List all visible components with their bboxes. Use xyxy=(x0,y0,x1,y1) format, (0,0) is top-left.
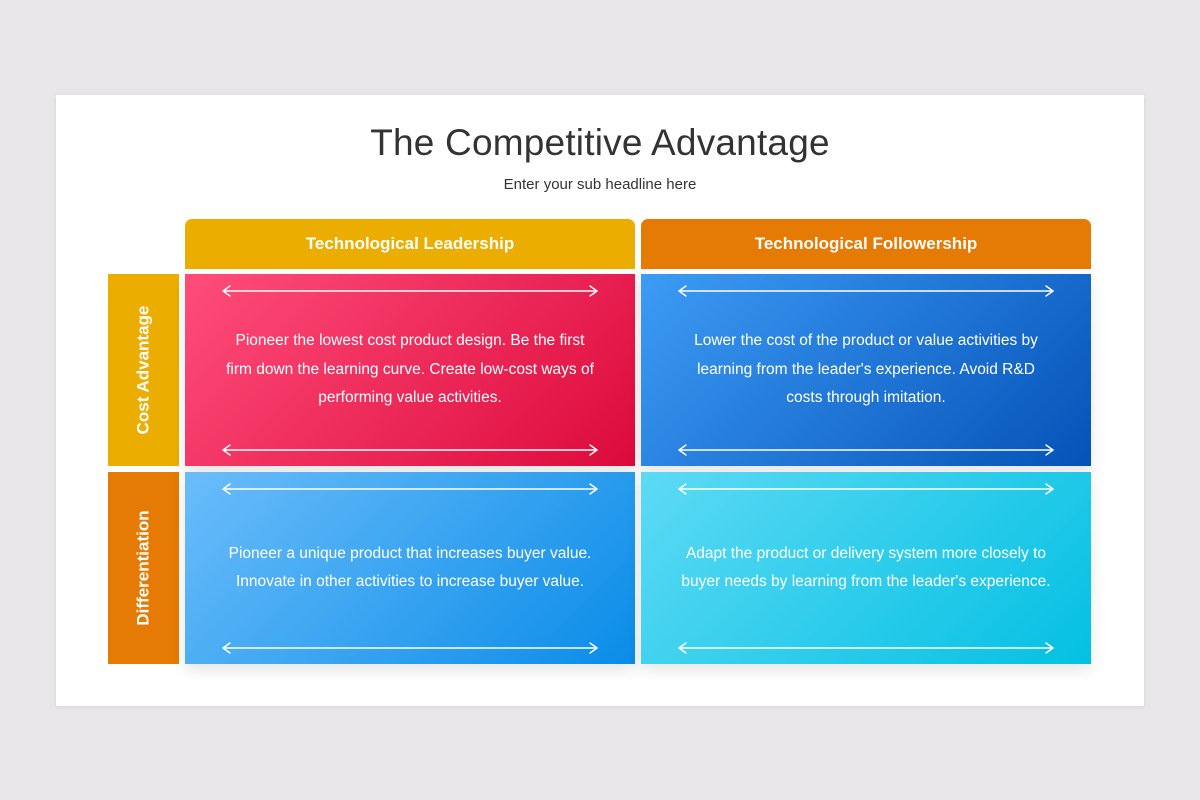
double-arrow-icon xyxy=(222,444,598,456)
row-header-label: Differentiation xyxy=(133,510,153,626)
double-arrow-icon xyxy=(222,483,598,495)
cell-description: Pioneer a unique product that increases … xyxy=(228,544,592,591)
matrix-cell-leadership-differentiation: Pioneer a unique product that increases … xyxy=(185,472,635,664)
page-subtitle: Enter your sub headline here xyxy=(503,176,697,193)
page-title: The Competitive Advantage xyxy=(370,122,830,163)
row-header-cost-advantage: Cost Advantage xyxy=(108,274,179,466)
double-arrow-icon xyxy=(222,642,598,654)
matrix-cell-followership-cost: Lower the cost of the product or value a… xyxy=(641,274,1091,466)
row-header-label: Cost Advantage xyxy=(133,305,153,435)
double-arrow-icon xyxy=(678,642,1054,654)
column-header-label: Technological Followership xyxy=(754,234,978,253)
double-arrow-icon xyxy=(678,285,1054,297)
row-header-differentiation: Differentiation xyxy=(108,472,179,664)
column-header-label: Technological Leadership xyxy=(305,234,515,253)
column-header-technological-followership: Technological Followership xyxy=(641,219,1091,269)
matrix-cell-followership-differentiation: Adapt the product or delivery system mor… xyxy=(641,472,1091,664)
matrix-cell-leadership-cost: Pioneer the lowest cost product design. … xyxy=(185,274,635,466)
double-arrow-icon xyxy=(678,444,1054,456)
column-header-technological-leadership: Technological Leadership xyxy=(185,219,635,269)
cell-description: Adapt the product or delivery system mor… xyxy=(681,544,1051,591)
double-arrow-icon xyxy=(222,285,598,297)
cell-description: Lower the cost of the product or value a… xyxy=(694,332,1038,407)
double-arrow-icon xyxy=(678,483,1054,495)
cell-description: Pioneer the lowest cost product design. … xyxy=(226,332,594,407)
